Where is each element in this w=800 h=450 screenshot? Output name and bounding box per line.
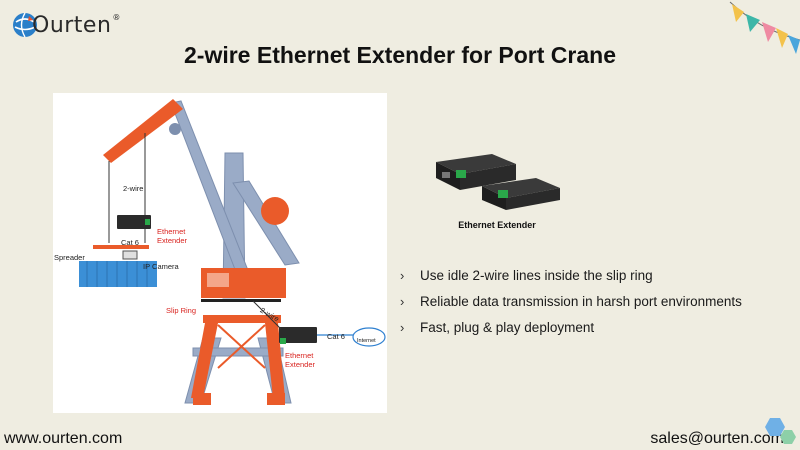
spreader-label: Spreader bbox=[54, 253, 85, 262]
chevron-right-icon: › bbox=[400, 319, 405, 335]
email-link[interactable]: sales@ourten.com bbox=[650, 430, 784, 447]
product-caption: Ethernet Extender bbox=[458, 220, 536, 230]
internet-label: Internet bbox=[357, 338, 376, 344]
ethernet-extender-product-image bbox=[436, 154, 560, 210]
hexagon-decoration bbox=[765, 418, 796, 444]
list-item: › Use idle 2-wire lines inside the slip … bbox=[400, 262, 790, 288]
brand-logo: Ourten® bbox=[12, 8, 122, 42]
feature-text: Fast, plug & play deployment bbox=[420, 319, 595, 335]
website-link[interactable]: www.ourten.com bbox=[4, 430, 123, 447]
feature-text: Use idle 2-wire lines inside the slip ri… bbox=[420, 267, 653, 283]
list-item: › Reliable data transmission in harsh po… bbox=[400, 288, 790, 314]
chevron-right-icon: › bbox=[400, 267, 405, 283]
two-wire-label-top: 2-wire bbox=[123, 184, 144, 193]
ethernet-extender-label-bottom: Ethernet Extender bbox=[285, 351, 316, 369]
cat6-label-top: Cat 6 bbox=[121, 238, 139, 247]
chevron-right-icon: › bbox=[400, 293, 405, 309]
brand-name: Ourten® bbox=[32, 12, 121, 38]
feature-list: › Use idle 2-wire lines inside the slip … bbox=[400, 262, 790, 340]
cat6-label-bottom: Cat 6 bbox=[327, 332, 345, 341]
globe-icon bbox=[13, 12, 37, 38]
bunting-decoration bbox=[729, 1, 800, 54]
crane-illustration bbox=[79, 99, 386, 405]
crane-diagram: 2-wire Ethernet Extender Cat 6 Spreader … bbox=[53, 93, 387, 413]
feature-text: Reliable data transmission in harsh port… bbox=[420, 293, 742, 309]
list-item: › Fast, plug & play deployment bbox=[400, 314, 790, 340]
ethernet-extender-label-top: Ethernet Extender bbox=[157, 227, 188, 245]
page-title: 2-wire Ethernet Extender for Port Crane bbox=[184, 42, 616, 68]
slip-ring-label: Slip Ring bbox=[166, 306, 197, 315]
ip-camera-label: IP Camera bbox=[143, 262, 179, 271]
